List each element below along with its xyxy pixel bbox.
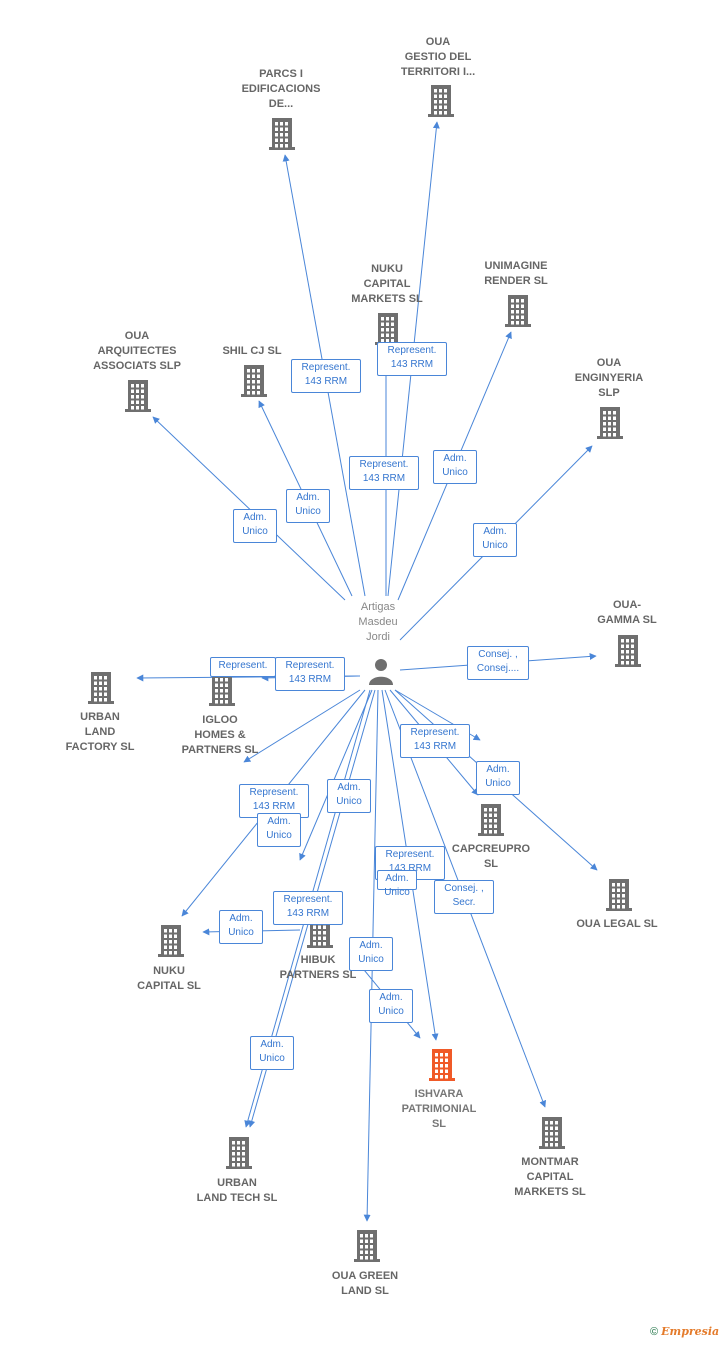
copyright-symbol: ©: [650, 1326, 659, 1338]
building-icon[interactable]: [123, 379, 153, 418]
relation-label[interactable]: Adm. Unico: [377, 870, 417, 898]
relation-label[interactable]: Represent. 143 RRM: [239, 784, 309, 818]
footer-brand[interactable]: © Empresia: [650, 1325, 719, 1338]
relation-label[interactable]: Adm. Unico: [473, 523, 517, 557]
relation-label[interactable]: Represent. 143 RRM: [377, 342, 447, 376]
relation-label[interactable]: Adm. Unico: [233, 509, 277, 543]
company-label-urban-factory[interactable]: URBAN LAND FACTORY SL: [65, 711, 135, 753]
building-icon[interactable]: [613, 634, 643, 673]
company-label-oua-legal[interactable]: OUA LEGAL SL: [576, 918, 658, 930]
relation-label[interactable]: Represent. 143 RRM: [349, 456, 419, 490]
relation-label[interactable]: Represent.: [210, 657, 276, 677]
building-icon[interactable]: [267, 117, 297, 156]
company-label-gamma[interactable]: OUA- GAMMA SL: [597, 599, 657, 626]
relation-label[interactable]: Represent. 143 RRM: [400, 724, 470, 758]
company-label-montmar[interactable]: MONTMAR CAPITAL MARKETS SL: [514, 1156, 586, 1198]
company-label-unimagine[interactable]: UNIMAGINE RENDER SL: [484, 260, 548, 287]
brand-logo: Empresia: [661, 1325, 720, 1338]
building-icon[interactable]: [156, 924, 186, 963]
company-label-enginyeria[interactable]: OUA ENGINYERIA SLP: [574, 357, 644, 399]
company-label-nuku-capital-markets[interactable]: NUKU CAPITAL MARKETS SL: [351, 263, 423, 305]
company-label-gestio[interactable]: OUA GESTIO DEL TERRITORI I...: [400, 36, 476, 78]
company-label-parcs[interactable]: PARCS I EDIFICACIONS DE...: [241, 68, 321, 110]
company-label-nuku-capital[interactable]: NUKU CAPITAL SL: [137, 965, 201, 992]
relation-label[interactable]: Represent. 143 RRM: [291, 359, 361, 393]
relation-label[interactable]: Represent. 143 RRM: [273, 891, 343, 925]
company-label-ishvara[interactable]: ISHVARA PATRIMONIAL SL: [401, 1088, 477, 1130]
relation-label[interactable]: Adm. Unico: [250, 1036, 294, 1070]
relation-edge: [299, 689, 373, 861]
building-icon[interactable]: [352, 1229, 382, 1268]
company-label-shil[interactable]: SHIL CJ SL: [222, 345, 282, 357]
relation-label[interactable]: Adm. Unico: [219, 910, 263, 944]
company-label-capcreupro[interactable]: CAPCREUPRO SL: [451, 843, 531, 870]
relation-label[interactable]: Adm. Unico: [257, 813, 301, 847]
building-icon[interactable]: [224, 1136, 254, 1175]
building-icon[interactable]: [86, 671, 116, 710]
relation-edge: [243, 689, 361, 763]
relation-label[interactable]: Adm. Unico: [286, 489, 330, 523]
company-label-green[interactable]: OUA GREEN LAND SL: [331, 1270, 399, 1297]
person-name[interactable]: Artigas Masdeu Jordi: [358, 601, 398, 643]
relation-edge: [152, 416, 346, 601]
relation-label[interactable]: Adm. Unico: [369, 989, 413, 1023]
building-icon[interactable]: [595, 406, 625, 445]
company-label-igloo[interactable]: IGLOO HOMES & PARTNERS SL: [181, 714, 259, 756]
relation-label[interactable]: Adm. Unico: [433, 450, 477, 484]
relation-label[interactable]: Adm. Unico: [349, 937, 393, 971]
building-icon[interactable]: [427, 1048, 457, 1087]
relation-label[interactable]: Represent. 143 RRM: [275, 657, 345, 691]
company-label-urban-tech[interactable]: URBAN LAND TECH SL: [196, 1177, 278, 1204]
company-label-arquitectes[interactable]: OUA ARQUITECTES ASSOCIATS SLP: [93, 330, 181, 372]
building-icon[interactable]: [239, 364, 269, 403]
company-label-hibuk[interactable]: HIBUK PARTNERS SL: [279, 954, 357, 981]
relation-label[interactable]: Adm. Unico: [476, 761, 520, 795]
person-icon[interactable]: [366, 656, 396, 686]
building-icon[interactable]: [604, 878, 634, 917]
building-icon[interactable]: [426, 84, 456, 123]
building-icon[interactable]: [537, 1116, 567, 1155]
relation-label[interactable]: Adm. Unico: [327, 779, 371, 813]
relation-label[interactable]: Consej. , Consej....: [467, 646, 529, 680]
building-icon[interactable]: [476, 803, 506, 842]
building-icon[interactable]: [503, 294, 533, 333]
building-icon[interactable]: [207, 673, 237, 712]
relation-label[interactable]: Consej. , Secr.: [434, 880, 494, 914]
